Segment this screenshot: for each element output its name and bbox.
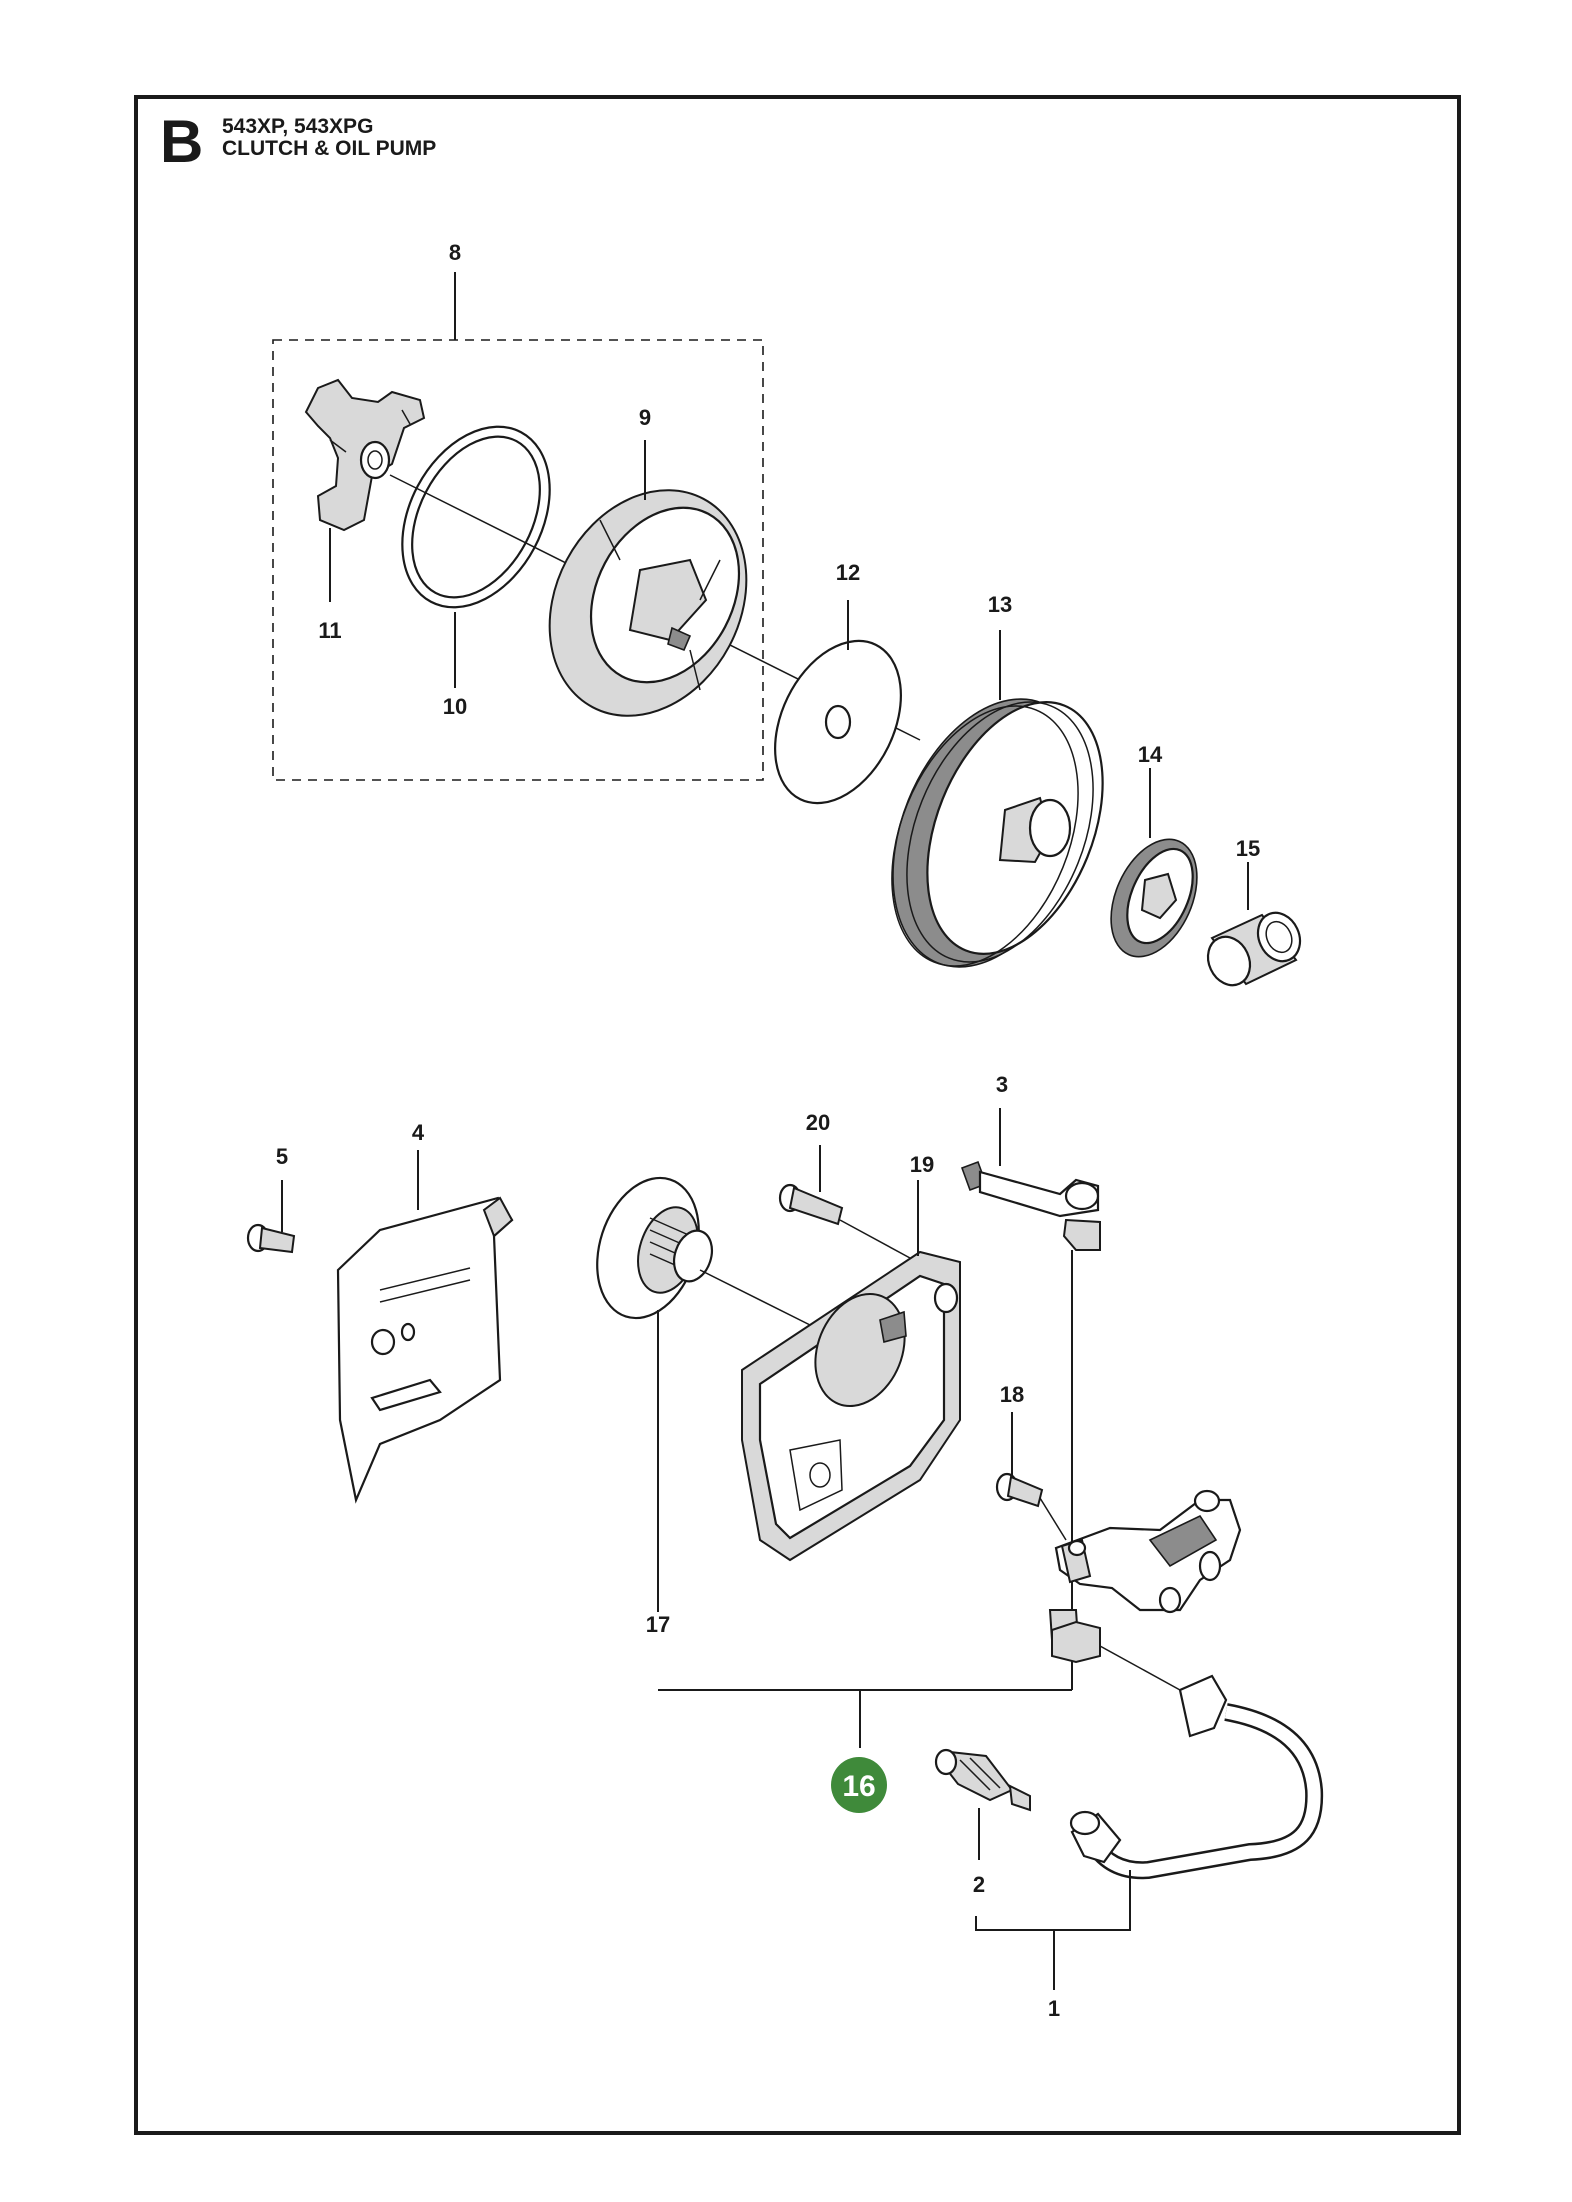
assembly-axis-lower <box>699 1269 821 1331</box>
part-worm-gear <box>596 1176 714 1320</box>
assembly-axis-screw <box>839 1219 911 1259</box>
callout-19: 19 <box>910 1152 934 1177</box>
part-clutch-shoes <box>548 489 748 717</box>
highlight-badge <box>831 1757 887 1813</box>
callout-14: 14 <box>1138 742 1163 767</box>
callout-5: 5 <box>276 1144 288 1169</box>
part-oil-pump-cover <box>741 1250 961 1562</box>
callout-9: 9 <box>639 405 651 430</box>
callout-8: 8 <box>449 240 461 265</box>
callout-13: 13 <box>988 592 1012 617</box>
callout-18: 18 <box>1000 1382 1024 1407</box>
part-clutch-drum <box>891 698 1104 968</box>
callout-4: 4 <box>412 1120 425 1145</box>
part-adjuster-lever <box>960 1160 1101 1251</box>
clutch-kit-boundary <box>272 339 764 781</box>
model-list: 543XP, 543XPG <box>222 115 374 138</box>
callout-16: 16 <box>842 1770 875 1803</box>
callout-1: 1 <box>1048 1996 1060 2021</box>
part-oil-filter <box>934 1748 1031 1812</box>
bracket-1 <box>975 1870 1131 1931</box>
part-oil-pump <box>1048 1489 1242 1664</box>
callout-15: 15 <box>1236 836 1260 861</box>
callout-2: 2 <box>973 1872 985 1897</box>
callout-20: 20 <box>806 1110 830 1135</box>
part-oil-hose <box>1069 1645 1324 1880</box>
callout-3: 3 <box>996 1072 1008 1097</box>
section-letter: B <box>160 108 204 175</box>
part-screw-18 <box>995 1472 1044 1508</box>
diagram-title: CLUTCH & OIL PUMP <box>222 137 437 160</box>
callout-17: 17 <box>646 1612 670 1637</box>
part-washer <box>774 639 902 805</box>
part-rim-sprocket <box>1110 838 1198 958</box>
part-chain-guide-plate <box>336 1196 514 1504</box>
assembly-axis-pump-screw <box>1039 1497 1067 1541</box>
part-clutch-shoe <box>304 378 426 532</box>
callout-12: 12 <box>836 560 860 585</box>
part-clutch-spring <box>401 425 551 609</box>
part-needle-bearing <box>1206 911 1302 987</box>
callout-11: 11 <box>318 618 341 643</box>
part-screw-20 <box>778 1183 844 1226</box>
callout-10: 10 <box>443 694 467 719</box>
part-screw-5 <box>246 1223 296 1254</box>
assembly-axis-hose <box>1099 1645 1181 1691</box>
